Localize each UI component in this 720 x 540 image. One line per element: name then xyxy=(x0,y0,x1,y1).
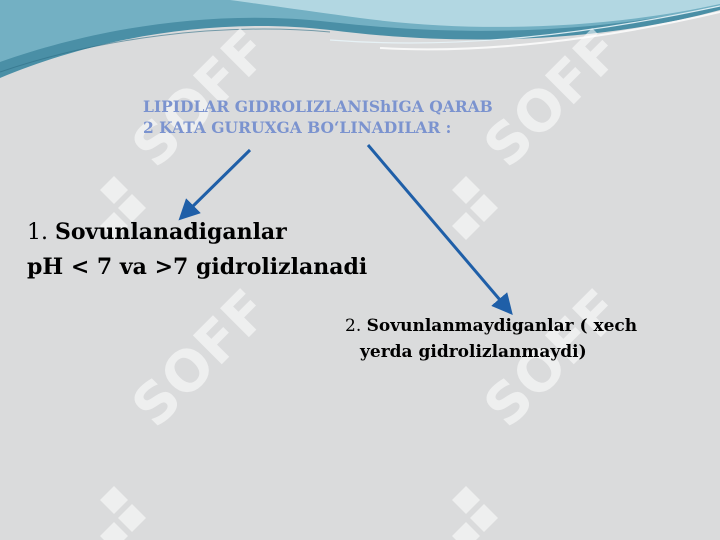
group-item-2: 2. Sovunlanmaydiganlar ( xech yerda gidr… xyxy=(345,313,705,365)
item2-label-continued: yerda gidrolizlanmaydi) xyxy=(360,342,587,362)
item2-label: Sovunlanmaydiganlar ( xech xyxy=(366,316,638,336)
title-line-1: LIPIDLAR GIDROLIZLANIShIGA QARAB xyxy=(143,97,493,116)
item1-detail: pH < 7 va >7 gidrolizlanadi xyxy=(27,254,368,280)
title-line-2: 2 KATA GURUXGA BO‘LINADILAR : xyxy=(143,118,452,137)
item2-number: 2. xyxy=(345,316,362,336)
slide-title: LIPIDLAR GIDROLIZLANIShIGA QARAB 2 KATA … xyxy=(143,96,583,138)
arrow-to-item1 xyxy=(178,148,252,221)
item1-number: 1. xyxy=(27,220,48,245)
header-wave-decoration xyxy=(0,0,720,78)
item1-label: Sovunlanadiganlar xyxy=(55,219,287,245)
arrow-to-item2 xyxy=(366,144,513,315)
group-item-1: 1. Sovunlanadiganlar pH < 7 va >7 gidrol… xyxy=(27,215,367,284)
